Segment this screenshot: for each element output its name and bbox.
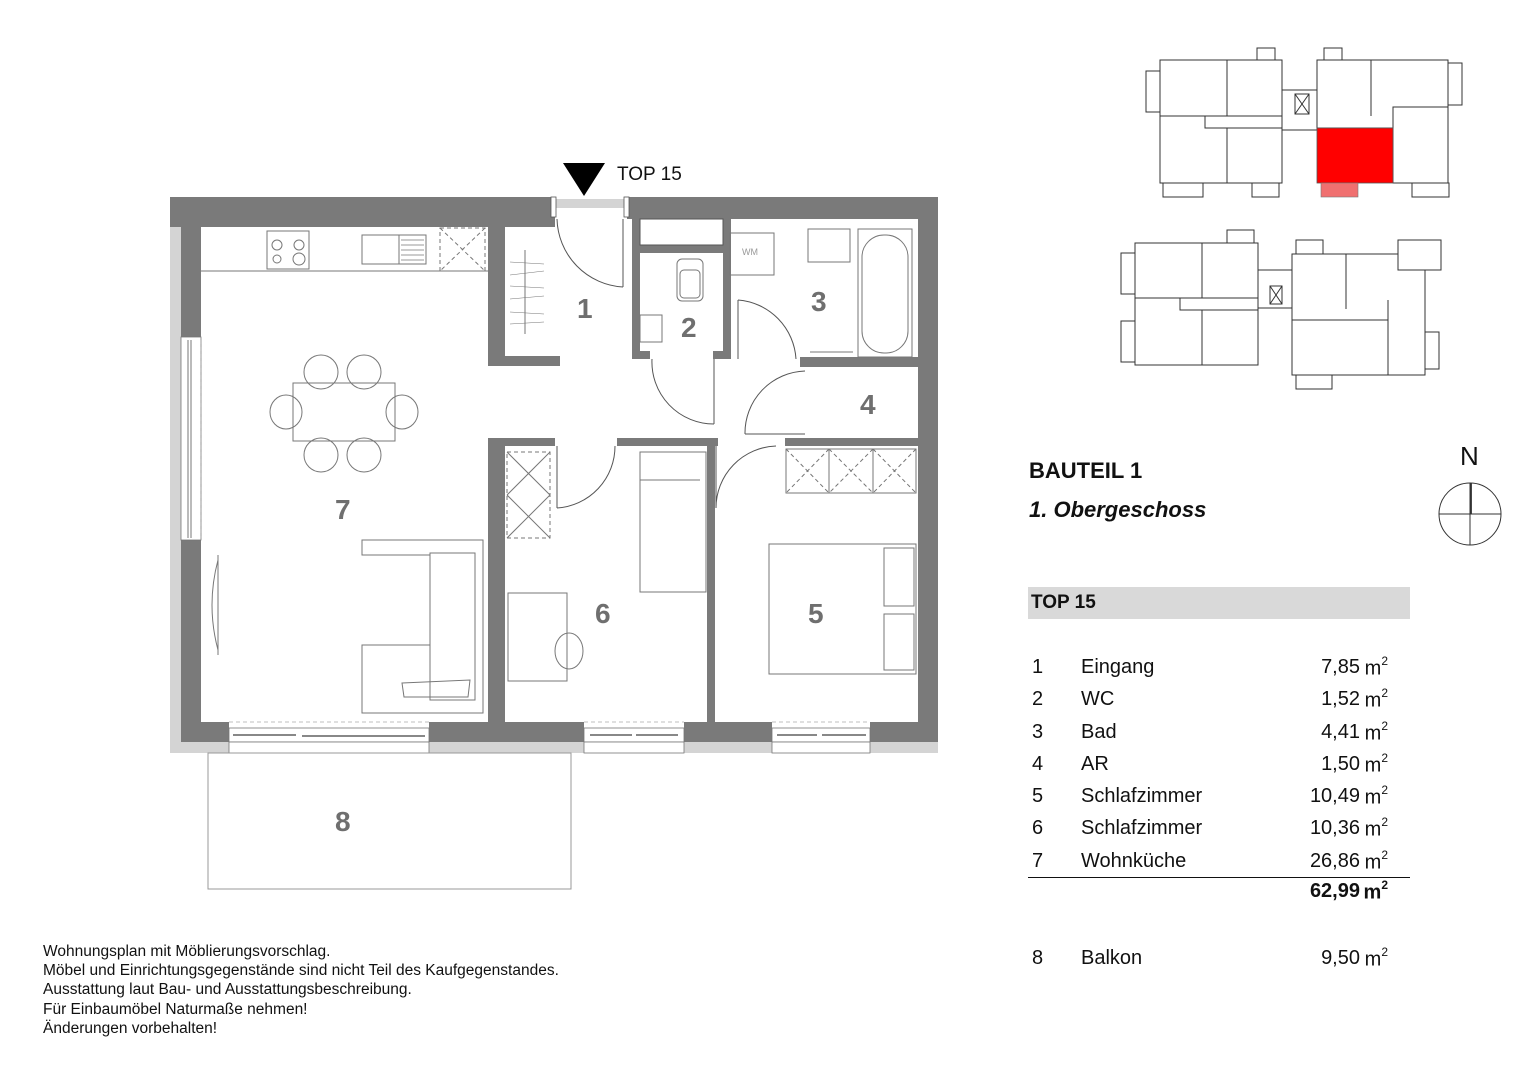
row-num: 4 — [1032, 752, 1044, 775]
entry-marker-icon — [563, 163, 605, 196]
row-unit: m2 — [1364, 686, 1388, 712]
total-row: 62,99 m2 — [1032, 878, 1412, 912]
row-num: 6 — [1032, 817, 1044, 840]
key-plan-lower — [1120, 229, 1442, 390]
total-divider — [1028, 877, 1410, 878]
note-line: Möbel und Einrichtungsgegenstände sind n… — [43, 962, 559, 980]
total-area: 62,99 — [1309, 880, 1360, 902]
row-unit: m2 — [1364, 847, 1388, 874]
north-label: N — [1460, 441, 1479, 471]
row-area: 26,86 — [1309, 849, 1360, 872]
row-area: 9,50 — [1321, 947, 1360, 969]
row-num: 8 — [1032, 947, 1044, 969]
row-num: 1 — [1032, 656, 1044, 678]
furniture — [201, 227, 917, 714]
building-title: BAUTEIL 1 — [1029, 458, 1143, 483]
row-name: WC — [1081, 688, 1115, 711]
balcony-outline — [207, 752, 572, 890]
title-block: BAUTEIL 1 1. Obergeschoss — [1029, 458, 1206, 523]
row-num: 5 — [1032, 785, 1044, 808]
washing-machine-label: WM — [742, 247, 758, 257]
room-number-5: 5 — [808, 598, 824, 629]
row-unit: m2 — [1364, 718, 1388, 745]
row-name: Bad — [1081, 720, 1117, 743]
room-number-6: 6 — [595, 598, 611, 629]
row-unit: m2 — [1364, 654, 1388, 680]
row-name: Wohnküche — [1081, 849, 1187, 872]
north-arrow-icon — [1438, 482, 1502, 546]
entry-label: TOP 15 — [617, 164, 682, 185]
row-area: 10,49 — [1309, 785, 1360, 808]
doors — [556, 218, 806, 509]
room-number-3: 3 — [811, 286, 827, 317]
row-unit: m2 — [1364, 750, 1388, 777]
unit-header: TOP 15 — [1028, 587, 1410, 619]
room-number-1: 1 — [577, 293, 593, 324]
row-unit: m2 — [1364, 945, 1388, 971]
row-num: 2 — [1032, 688, 1044, 711]
row-unit: m2 — [1364, 815, 1388, 842]
row-unit: m2 — [1364, 783, 1388, 809]
row-name: Balkon — [1081, 947, 1143, 969]
walls — [170, 196, 938, 754]
row-num: 3 — [1032, 720, 1044, 743]
note-line: Ausstattung laut Bau- und Ausstattungsbe… — [43, 981, 412, 999]
row-area: 4,41 — [1321, 720, 1360, 743]
key-plan-upper — [1145, 47, 1463, 198]
row-area: 1,52 — [1321, 688, 1360, 711]
highlight-balcony — [1320, 182, 1359, 198]
unit-header-label: TOP 15 — [1031, 592, 1096, 613]
note-line: Änderungen vorbehalten! — [43, 1019, 218, 1037]
row-name: Schlafzimmer — [1081, 817, 1203, 840]
note-line: Für Einbaumöbel Naturmaße nehmen! — [43, 1000, 308, 1018]
row-area: 10,36 — [1309, 817, 1360, 840]
row-name: AR — [1081, 752, 1109, 775]
room-number-7: 7 — [335, 494, 351, 525]
total-unit: m2 — [1363, 878, 1388, 904]
highlight-unit — [1316, 127, 1394, 184]
row-area: 1,50 — [1321, 752, 1360, 775]
room-number-8: 8 — [335, 806, 351, 837]
note-line: Wohnungsplan mit Möblierungsvorschlag. — [43, 943, 331, 960]
floor-title: 1. Obergeschoss — [1029, 497, 1207, 522]
row-num: 7 — [1032, 849, 1044, 872]
room-number-2: 2 — [681, 312, 697, 343]
disclaimer-notes: Wohnungsplan mit Möblierungsvorschlag. M… — [43, 942, 559, 1038]
row-name: Schlafzimmer — [1081, 785, 1203, 808]
room-number-4: 4 — [860, 389, 876, 420]
row-area: 7,85 — [1321, 656, 1360, 678]
row-name: Eingang — [1081, 656, 1155, 678]
